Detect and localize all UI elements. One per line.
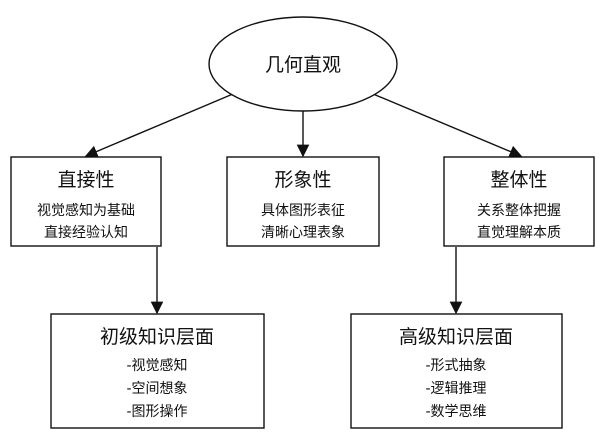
level-item: -逻辑推理 bbox=[425, 381, 486, 397]
characteristic-directness: 直接性 视觉感知为基础 直接经验认知 bbox=[10, 156, 162, 247]
root-node: 几何直观 bbox=[208, 16, 398, 112]
characteristic-line: 关系整体把握 bbox=[477, 203, 561, 219]
level-item: -图形操作 bbox=[126, 404, 187, 420]
characteristic-line: 直接经验认知 bbox=[44, 224, 128, 241]
characteristic-title: 形象性 bbox=[274, 169, 331, 191]
characteristic-line: 清晰心理表象 bbox=[261, 225, 345, 241]
level-item: -视觉感知 bbox=[126, 357, 187, 374]
characteristic-line: 视觉感知为基础 bbox=[37, 202, 135, 219]
root-label: 几何直观 bbox=[265, 54, 341, 76]
characteristic-title: 直接性 bbox=[57, 169, 114, 191]
level-title: 初级知识层面 bbox=[100, 326, 214, 348]
level-advanced: 高级知识层面 -形式抽象 -逻辑推理 -数学思维 bbox=[350, 313, 563, 429]
level-title: 高级知识层面 bbox=[399, 326, 513, 348]
characteristic-holism: 整体性 关系整体把握 直觉理解本质 bbox=[443, 156, 595, 247]
characteristic-line: 直觉理解本质 bbox=[477, 224, 561, 241]
arrow-root-to-directness bbox=[84, 90, 241, 158]
level-item: -空间想象 bbox=[126, 381, 187, 397]
level-item: -数学思维 bbox=[425, 404, 486, 420]
level-basic: 初级知识层面 -视觉感知 -空间想象 -图形操作 bbox=[50, 313, 265, 429]
level-item: -形式抽象 bbox=[425, 358, 486, 374]
characteristic-imagery: 形象性 具体图形表征 清晰心理表象 bbox=[226, 156, 380, 247]
arrow-root-to-holism bbox=[365, 90, 523, 158]
characteristic-title: 整体性 bbox=[490, 169, 547, 191]
connectors bbox=[84, 90, 523, 315]
characteristic-line: 具体图形表征 bbox=[261, 203, 345, 219]
